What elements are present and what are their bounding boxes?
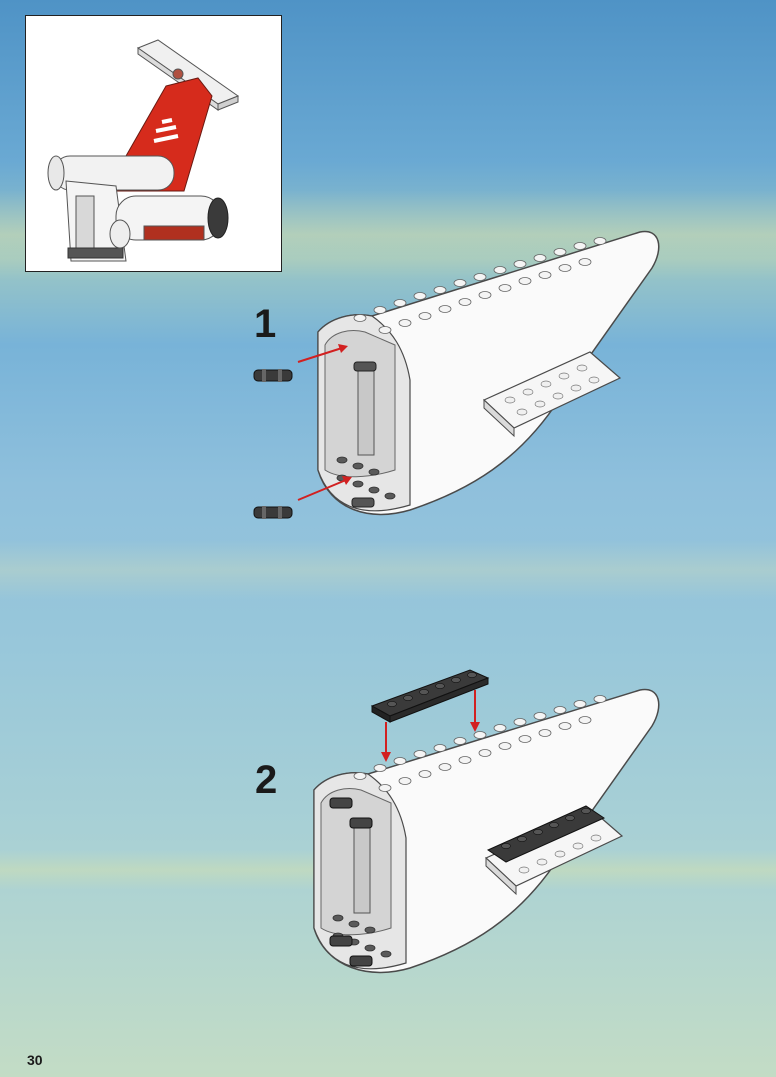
step-number: 1	[254, 302, 277, 346]
technic-pin	[253, 506, 293, 519]
sky-haze-band	[0, 540, 776, 600]
sky-haze-band	[0, 850, 776, 890]
step-number: 2	[255, 758, 278, 802]
tail-assembly-illustration	[47, 39, 240, 262]
fuselage-rear-section	[317, 230, 660, 516]
insert-arrow	[297, 476, 352, 501]
insert-arrow	[297, 344, 348, 363]
page-number: 30	[27, 1052, 43, 1068]
placement-arrow	[381, 722, 391, 762]
overview-inset	[25, 15, 282, 272]
placement-arrow	[470, 690, 480, 732]
technic-pin	[253, 369, 293, 382]
dark-plate-1x6	[370, 669, 490, 723]
fuselage-rear-section	[313, 688, 660, 974]
